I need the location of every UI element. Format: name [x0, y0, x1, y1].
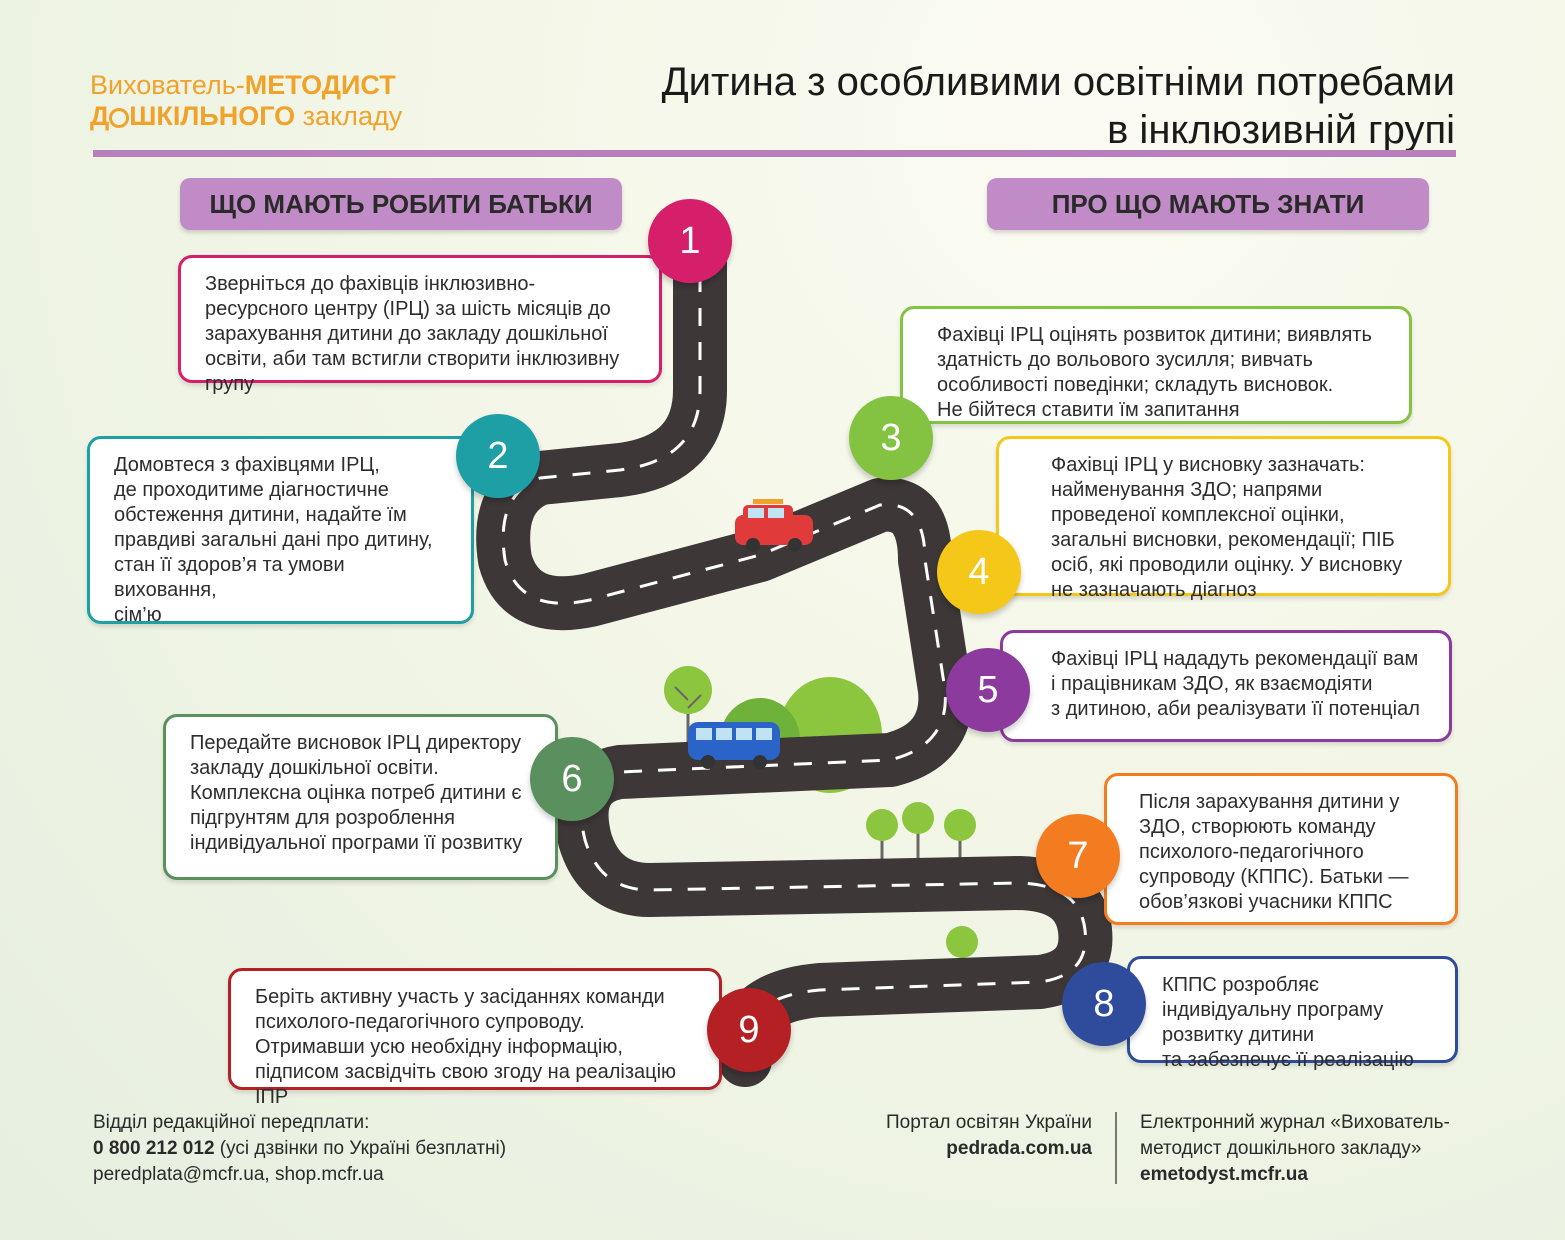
page-title: Дитина з особливими освітніми потребами … [662, 58, 1455, 154]
step-6-number: 6 [530, 737, 614, 821]
step-3-card: Фахівці ІРЦ оцінять розвиток дитини; вия… [900, 306, 1412, 424]
step-3-number: 3 [849, 396, 933, 480]
logo-line1-bold: МЕТОДИСТ [244, 70, 396, 100]
footer-subscription: Відділ редакційної передплати: 0 800 212… [93, 1110, 506, 1188]
title-line-2: в інклюзивній групі [1107, 108, 1455, 152]
footer-phone[interactable]: 0 800 212 012 [93, 1138, 215, 1159]
footer-journal-line1: Електронний журнал «Вихователь- [1140, 1112, 1450, 1133]
step-4-number: 4 [937, 530, 1021, 614]
footer-portal-label: Портал освітян України [886, 1112, 1092, 1133]
logo-line2-bold-b: ШКІЛЬНОГО [129, 101, 296, 131]
step-2-card: Домовтеся з фахівцями ІРЦ, де проходитим… [87, 436, 474, 626]
step-5-number: 5 [946, 648, 1030, 732]
logo-line2-bold-a: Д [90, 101, 110, 131]
title-divider [93, 150, 1456, 157]
logo-line2-regular: закладу [295, 101, 403, 131]
step-7-number: 7 [1036, 814, 1120, 898]
footer-journal-line2: методист дошкільного закладу» [1140, 1138, 1422, 1159]
tree-icon [902, 802, 934, 858]
step-8-number: 8 [1062, 962, 1146, 1046]
logo-o-ring-icon [109, 108, 130, 128]
magazine-logo: Вихователь-МЕТОДИСТ Д ШКІЛЬНОГО закладу [90, 70, 402, 132]
footer-subscription-title: Відділ редакційної передплати: [93, 1112, 370, 1133]
tree-icon [944, 809, 976, 860]
footer-journal: Електронний журнал «Вихователь- методист… [1140, 1110, 1450, 1188]
red-car-icon [735, 499, 813, 552]
step-6-card: Передайте висновок ІРЦ директору закладу… [163, 714, 558, 880]
footer-portal-link[interactable]: pedrada.com.ua [946, 1138, 1092, 1159]
step-5-card: Фахівці ІРЦ нададуть рекомендації вам і … [1000, 630, 1452, 742]
right-column-header: ПРО ЩО МАЮТЬ ЗНАТИ [987, 178, 1429, 230]
tree-icon [866, 809, 898, 860]
footer-phone-note: (усі дзвінки по Україні безплатні) [214, 1138, 507, 1159]
footer-portal: Портал освітян України pedrada.com.ua [820, 1110, 1092, 1162]
footer-journal-link[interactable]: emetodyst.mcfr.ua [1140, 1164, 1308, 1185]
title-line-1: Дитина з особливими освітніми потребами [661, 60, 1455, 104]
step-1-card: Зверніться до фахівців інклюзивно-ресурс… [178, 255, 662, 395]
step-8-card: КППС розробляє індивідуальну програму ро… [1127, 956, 1458, 1071]
step-1-number: 1 [648, 199, 732, 283]
step-9-number: 9 [707, 988, 791, 1072]
step-4-card: Фахівці ІРЦ у висновку зазначать: наймен… [996, 436, 1451, 601]
left-column-header: ЩО МАЮТЬ РОБИТИ БАТЬКИ [180, 178, 622, 230]
footer-divider [1115, 1112, 1117, 1184]
footer-emails[interactable]: peredplata@mcfr.ua, shop.mcfr.ua [93, 1164, 384, 1185]
step-9-card: Беріть активну участь у засіданнях коман… [228, 968, 722, 1108]
logo-line1-regular: Вихователь- [90, 70, 245, 100]
step-2-number: 2 [456, 414, 540, 498]
step-7-card: Після зарахування дитини у ЗДО, створюют… [1104, 773, 1458, 925]
blue-van-icon [688, 722, 780, 769]
